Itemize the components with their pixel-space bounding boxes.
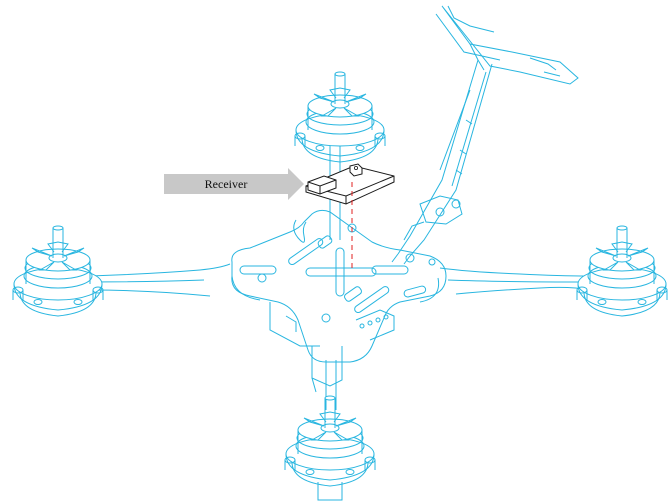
bottom-mount [317, 482, 343, 501]
camera-mount [391, 5, 579, 265]
motor-bottom [284, 395, 376, 487]
motor-right [576, 225, 668, 317]
callout-label: Receiver [205, 177, 248, 191]
receiver-callout: Receiver [164, 168, 304, 200]
receiver-module [305, 163, 395, 205]
motor-left [12, 225, 104, 317]
callout-arrow [164, 168, 304, 200]
